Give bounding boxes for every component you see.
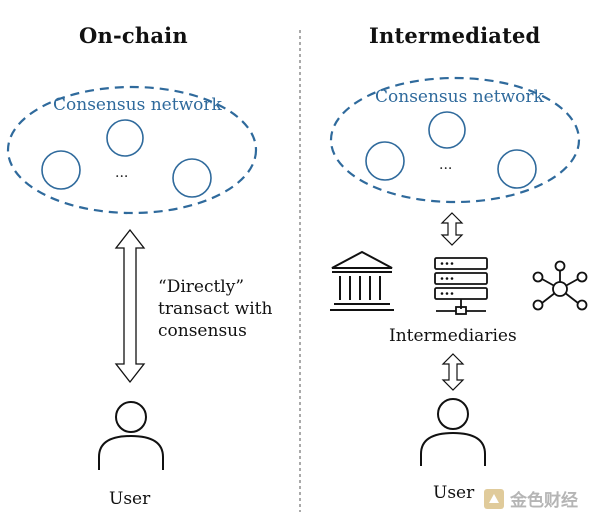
right-node-1 <box>428 111 466 149</box>
right-title: Intermediated <box>369 23 541 48</box>
left-ellipsis: ... <box>115 165 129 181</box>
left-network-label: Consensus network <box>53 95 222 115</box>
arrow-caption-line-3: consensus <box>158 321 247 341</box>
right-ellipsis: ... <box>439 157 453 173</box>
bank-icon <box>330 250 394 311</box>
right-upper-double-arrow <box>440 212 464 246</box>
left-consensus-ellipse <box>6 85 258 215</box>
right-node-2 <box>365 141 405 181</box>
left-user-icon <box>98 401 164 470</box>
right-user-icon <box>420 398 486 466</box>
watermark-logo-icon <box>484 488 504 509</box>
watermark-text: 金色财经 <box>510 491 578 511</box>
left-user-label: User <box>109 489 151 509</box>
right-consensus-ellipse <box>329 76 581 204</box>
intermediaries-label: Intermediaries <box>389 326 517 346</box>
server-dots <box>440 262 454 295</box>
arrow-caption-line-2: transact with <box>158 299 273 319</box>
left-node-1 <box>106 119 144 157</box>
left-node-3 <box>172 158 212 198</box>
right-network-label: Consensus network <box>375 87 544 107</box>
right-node-3 <box>497 149 537 189</box>
left-double-arrow <box>114 228 146 384</box>
right-user-label: User <box>433 483 475 503</box>
watermark: 金色财经 <box>483 486 578 511</box>
arrow-caption-line-1: “Directly” <box>158 277 245 297</box>
network-hub-icon <box>532 260 588 311</box>
arrow-caption: “Directly” transact with consensus <box>158 276 272 342</box>
right-lower-double-arrow <box>441 353 465 391</box>
server-icon <box>434 257 488 315</box>
left-title: On-chain <box>79 23 188 48</box>
left-node-2 <box>41 150 81 190</box>
